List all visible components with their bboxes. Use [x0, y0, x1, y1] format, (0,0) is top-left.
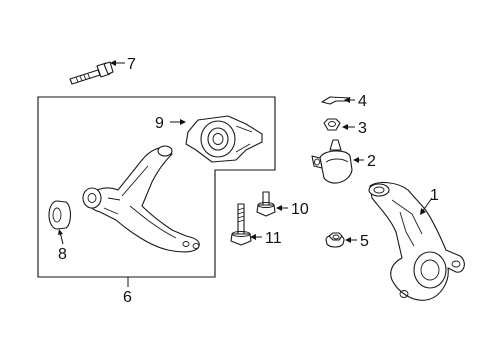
knuckle-part-1	[368, 181, 465, 301]
callout-7: 7	[127, 56, 136, 73]
callout-3: 3	[358, 120, 367, 137]
leader-lines	[58, 60, 433, 287]
callout-1: 1	[430, 187, 439, 204]
bolt-part-10	[256, 191, 276, 217]
assembly-group-box	[37, 96, 276, 278]
callout-10: 10	[291, 201, 309, 218]
callout-2: 2	[367, 153, 376, 170]
callout-9: 9	[155, 115, 164, 132]
nut-part-3	[323, 118, 341, 131]
bolt-part-11	[230, 203, 252, 246]
bushing-part-9	[185, 115, 263, 163]
callout-11: 11	[265, 230, 282, 247]
ball-joint-part-2	[311, 139, 353, 184]
callout-5: 5	[360, 233, 369, 250]
callout-8: 8	[58, 246, 67, 263]
callout-4: 4	[358, 93, 367, 110]
bolt-part-7	[69, 61, 114, 85]
bushing-part-8	[48, 200, 72, 230]
callout-6: 6	[123, 289, 132, 306]
lower-control-arm	[82, 145, 200, 253]
nut-part-5	[325, 232, 345, 248]
